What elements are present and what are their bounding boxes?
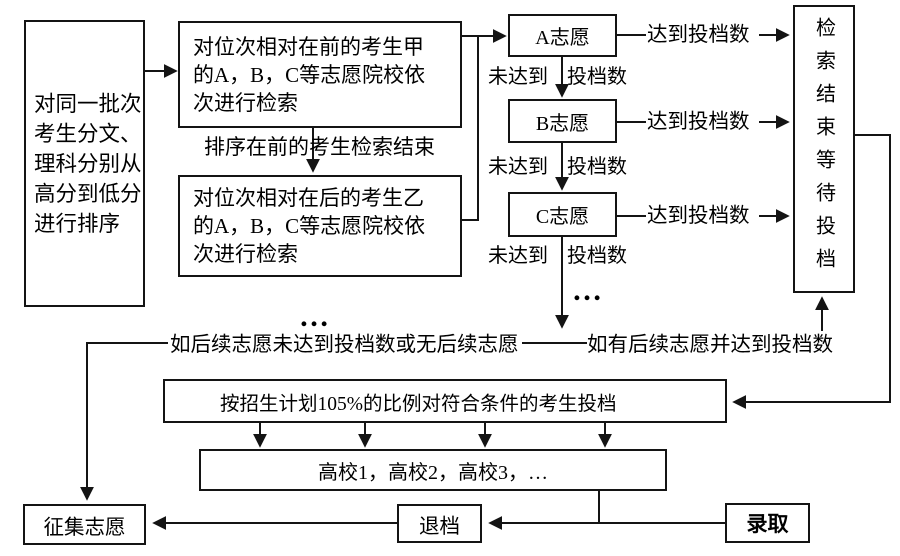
miss-b-left-label: 未达到 [488,156,548,178]
choice-c-box: C志愿 [508,192,617,237]
no-more-label: 如后续志愿未达到投档数或无后续志愿 [170,334,519,356]
reach-c-label: 达到投档数 [647,205,750,227]
collect-box: 征集志愿 [23,504,146,545]
colleges-box: 高校1，高校2，高校3，… [199,449,667,491]
miss-b-right-label: 投档数 [567,156,627,178]
admit-box: 录取 [725,503,810,543]
reach-b-label: 达到投档数 [647,111,750,133]
reach-a-label: 达到投档数 [647,24,750,46]
search-next-box: 对位次相对在后的考生乙 的A，B，C等志愿院校依 次进行检索 [178,175,462,277]
sort-box: 对同一批次 考生分文、 理科分别从 高分到低分 进行排序 [24,20,145,307]
reject-box: 退档 [397,504,482,543]
ellipsis-more-candidates: … [299,300,330,333]
dispatch-box: 按招生计划105%的比例对符合条件的考生投档 [163,379,727,423]
first-done-label: 排序在前的考生检索结束 [204,135,435,159]
wait-box: 检索结束等待投档 [793,5,855,293]
line-search-next-join [462,37,479,221]
arrow-no-more-to-collect [80,342,168,501]
miss-c-right-label: 投档数 [567,245,627,267]
miss-a-right-label: 投档数 [567,66,627,88]
choice-b-box: B志愿 [508,99,617,143]
search-first-box: 对位次相对在前的考生甲 的A，B，C等志愿院校依 次进行检索 [178,21,462,128]
miss-a-left-label: 未达到 [488,66,548,88]
has-more-label: 如有后续志愿并达到投档数 [587,334,833,356]
ellipsis-more-choices: … [572,274,603,307]
miss-c-left-label: 未达到 [488,245,548,267]
arrow-wait-loop-to-dispatch [732,134,891,409]
choice-a-box: A志愿 [508,14,617,57]
